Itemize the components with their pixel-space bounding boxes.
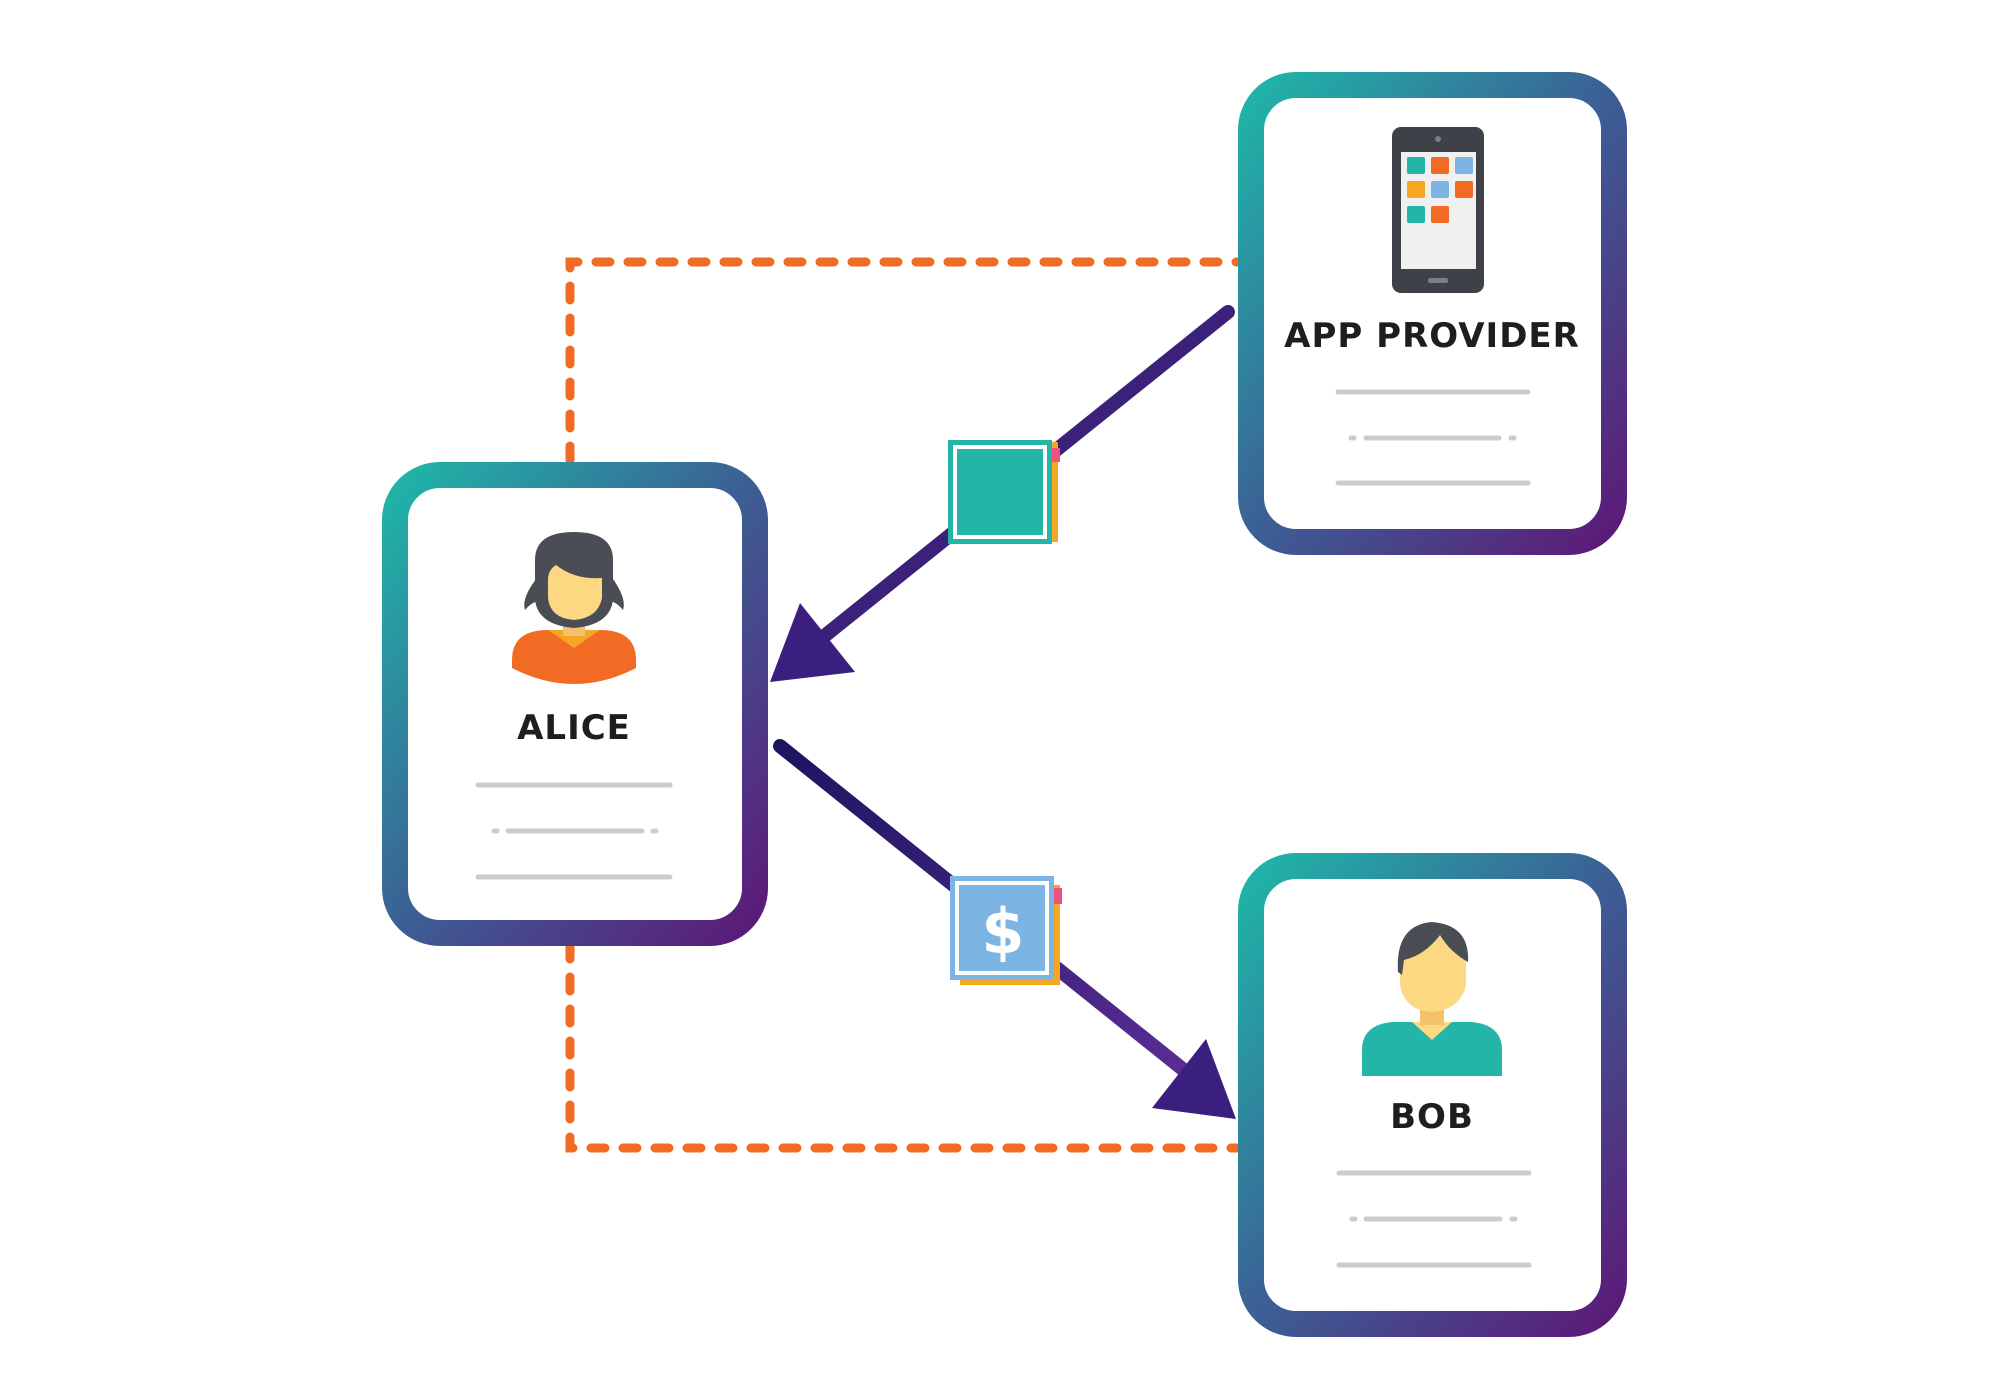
card-title: BOB	[1390, 1097, 1474, 1137]
arrowhead-icon	[770, 603, 855, 682]
dollar-symbol: $	[981, 895, 1024, 968]
dashed-line-top	[565, 257, 1245, 465]
man-avatar-icon	[1362, 922, 1502, 1076]
app-token-icon	[948, 440, 1060, 544]
woman-avatar-icon	[512, 532, 636, 684]
card-bob: BOB	[1238, 853, 1627, 1337]
placeholder-lines	[1336, 1170, 1532, 1268]
dashed-line-bottom	[565, 940, 1245, 1153]
card-title: ALICE	[517, 708, 631, 748]
placeholder-lines	[1335, 389, 1531, 486]
dollar-token-icon: $	[950, 876, 1062, 985]
placeholder-lines	[475, 782, 673, 880]
smartphone-icon	[1392, 127, 1484, 293]
dashed-connection	[565, 257, 1245, 1153]
card-title: APP PROVIDER	[1284, 316, 1580, 356]
arrowhead-icon	[1152, 1039, 1236, 1119]
card-alice: ALICE	[382, 462, 768, 946]
card-app-provider: APP PROVIDER	[1238, 72, 1627, 555]
